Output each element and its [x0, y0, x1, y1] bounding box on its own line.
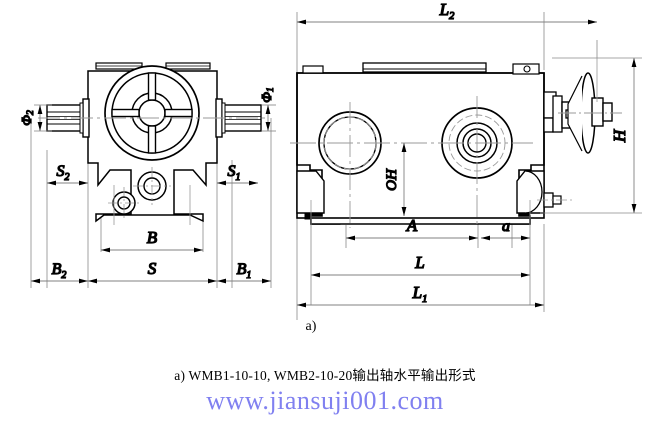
side-view-right-foot	[516, 170, 545, 228]
dimension-B1: B1	[217, 260, 271, 284]
svg-text:B2: B2	[52, 261, 67, 281]
svg-text:S2: S2	[57, 163, 70, 183]
svg-text:L2: L2	[439, 0, 455, 22]
side-view-sublabel: a)	[306, 319, 317, 334]
side-view: L2 H OH A a L	[290, 0, 642, 334]
dimension-B2: B2	[31, 260, 88, 284]
svg-text:S: S	[148, 259, 157, 278]
front-view: Φ2 Φ1 S2 S1 B S	[20, 62, 277, 288]
dimension-H: H	[540, 57, 642, 214]
svg-text:B1: B1	[237, 261, 252, 281]
svg-text:H: H	[610, 128, 629, 143]
front-view-top-rails	[95, 62, 211, 70]
svg-text:S1: S1	[228, 163, 241, 183]
dimension-L: L	[311, 252, 530, 278]
watermark-text: www.jiansuji001.com	[206, 386, 444, 415]
svg-text:Φ1: Φ1	[260, 87, 276, 102]
dimension-A: A	[346, 215, 478, 241]
svg-text:L1: L1	[412, 283, 428, 305]
dimension-phi1: Φ1	[260, 87, 277, 132]
front-view-drain-plugs	[108, 167, 171, 219]
dimension-S: S	[88, 258, 217, 284]
svg-text:a: a	[502, 218, 510, 235]
side-view-left-foot	[296, 170, 325, 228]
dimension-S1: S1	[217, 162, 258, 186]
dimension-B: B	[101, 227, 203, 253]
dimension-L2: L2	[297, 0, 597, 25]
dimension-OH: OH	[383, 143, 407, 216]
svg-text:OH: OH	[384, 168, 400, 191]
dimension-S2: S2	[47, 162, 88, 186]
front-view-fan-cover	[104, 65, 200, 161]
front-view-foot-centerlines	[113, 185, 191, 225]
svg-text:L: L	[414, 253, 424, 272]
side-view-drain-plug	[537, 192, 572, 208]
dimension-a: a	[481, 217, 530, 241]
figure-caption: a) WMB1-10-10, WMB2-10-20输出轴水平输出形式	[174, 368, 476, 383]
svg-text:Φ2: Φ2	[20, 110, 36, 126]
side-view-fan-assembly	[543, 58, 622, 154]
svg-text:B: B	[147, 228, 158, 247]
side-view-top-features	[302, 62, 540, 75]
svg-text:A: A	[406, 216, 418, 235]
